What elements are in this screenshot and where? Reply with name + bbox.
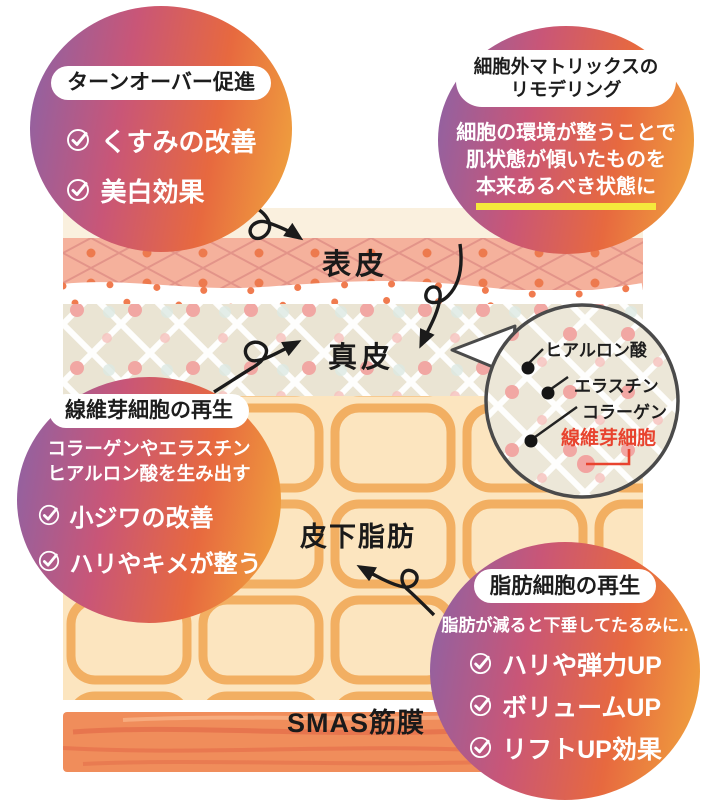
- list-item-label: 美白効果: [100, 176, 205, 207]
- bubble-fibroblast-body-line2: ヒアルロン酸を生み出す: [47, 462, 251, 484]
- dermis-label: 真皮: [328, 342, 395, 374]
- bubble-matrix-body: 細胞の環境が整うことで 肌状態が傾いたものを 本来あるべき状態に: [456, 120, 676, 210]
- dermis-boundary-wave: [63, 281, 643, 308]
- check-circle-icon: [470, 695, 492, 717]
- list-item: ボリュームUP: [468, 688, 661, 724]
- list-item-label: くすみの改善: [100, 126, 257, 157]
- curly-arrow-matrix-to-dermis: [419, 243, 463, 349]
- fibroblast-label: 線維芽細胞: [561, 428, 657, 449]
- list-item: ハリや弾力UP: [468, 646, 662, 682]
- bubble-matrix-title: 細胞外マトリックスの リモデリング: [455, 50, 677, 108]
- dot-hyaluronic: [521, 361, 535, 375]
- leader-line-hyaluronic: [527, 348, 544, 365]
- magnifier-circle: [450, 303, 680, 499]
- check-circle-icon: [470, 737, 492, 759]
- curly-arrow-to-fat: [356, 565, 436, 617]
- bubble-matrix-remodeling: 細胞外マトリックスの リモデリング 細胞の環境が整うことで 肌状態が傾いたものを…: [438, 26, 694, 254]
- curly-arrow-to-dermis: [213, 340, 302, 394]
- list-item-label: ボリュームUP: [502, 693, 662, 722]
- list-item: 美白効果: [65, 172, 205, 209]
- hyaluronic-acid-label: ヒアルロン酸: [545, 341, 647, 360]
- bubble-matrix-title-line2: リモデリング: [510, 78, 622, 100]
- curly-arrow-to-epidermis: [247, 202, 304, 241]
- check-circle-icon: [67, 129, 90, 152]
- boundary-dots-upper: [63, 280, 643, 299]
- bubble-matrix-body-line2: 肌状態が傾いたものを: [466, 148, 666, 171]
- bubble-fibroblast-body: コラーゲンやエラスチン ヒアルロン酸を生み出す: [47, 437, 250, 487]
- bubble-turnover-title: ターンオーバー促進: [51, 66, 271, 100]
- list-item: くすみの改善: [65, 122, 257, 159]
- collagen-label: コラーゲン: [582, 403, 667, 422]
- smas-label: SMAS筋膜: [287, 708, 426, 738]
- check-circle-icon: [38, 504, 59, 526]
- fibroblast-bracket: [586, 449, 631, 466]
- list-item: ハリやキメが整う: [37, 544, 262, 579]
- leader-line-collagen: [534, 406, 578, 438]
- list-item-label: 小ジワの改善: [69, 504, 214, 532]
- bubble-fat-list: ハリや弾力UP ボリュームUP リフトUP効果: [468, 646, 662, 766]
- bubble-fat-body: 脂肪が減ると下垂してたるみに..: [441, 616, 689, 636]
- subcutaneous-fat-label: 皮下脂肪: [300, 522, 416, 552]
- dot-elastin: [541, 386, 555, 400]
- list-item-label: ハリや弾力UP: [502, 651, 662, 680]
- bubble-fibroblast-list: 小ジワの改善 ハリやキメが整う: [37, 498, 262, 579]
- check-circle-icon: [67, 179, 90, 202]
- bubble-turnover: ターンオーバー促進 くすみの改善 美白効果: [30, 6, 292, 252]
- list-item: リフトUP効果: [468, 730, 662, 766]
- dot-collagen: [524, 434, 538, 448]
- bubble-turnover-list: くすみの改善 美白効果: [65, 122, 257, 209]
- leader-line-elastin: [550, 376, 569, 390]
- list-item-label: ハリやキメが整う: [69, 550, 262, 578]
- check-circle-icon: [470, 653, 492, 675]
- elastin-label: エラスチン: [574, 377, 659, 396]
- list-item-label: リフトUP効果: [502, 735, 662, 764]
- bubble-fat-regeneration: 脂肪細胞の再生 脂肪が減ると下垂してたるみに.. ハリや弾力UP ボリュームUP: [430, 542, 700, 800]
- bubble-fibroblast-body-line1: コラーゲンやエラスチン: [47, 437, 251, 459]
- epidermis-label: 表皮: [322, 249, 389, 281]
- bubble-fat-title: 脂肪細胞の再生: [473, 569, 657, 604]
- bubble-matrix-body-line1: 細胞の環境が整うことで: [456, 122, 676, 145]
- list-item: 小ジワの改善: [37, 498, 214, 533]
- bubble-matrix-title-line1: 細胞外マトリックスの: [473, 56, 659, 77]
- bubble-fibroblast-title: 線維芽細胞の再生: [49, 394, 249, 428]
- check-circle-icon: [38, 550, 59, 572]
- bubble-fibroblast-regeneration: 線維芽細胞の再生 コラーゲンやエラスチン ヒアルロン酸を生み出す 小ジワの改善 …: [17, 377, 281, 623]
- bubble-matrix-body-line3: 本来あるべき状態に: [476, 174, 656, 210]
